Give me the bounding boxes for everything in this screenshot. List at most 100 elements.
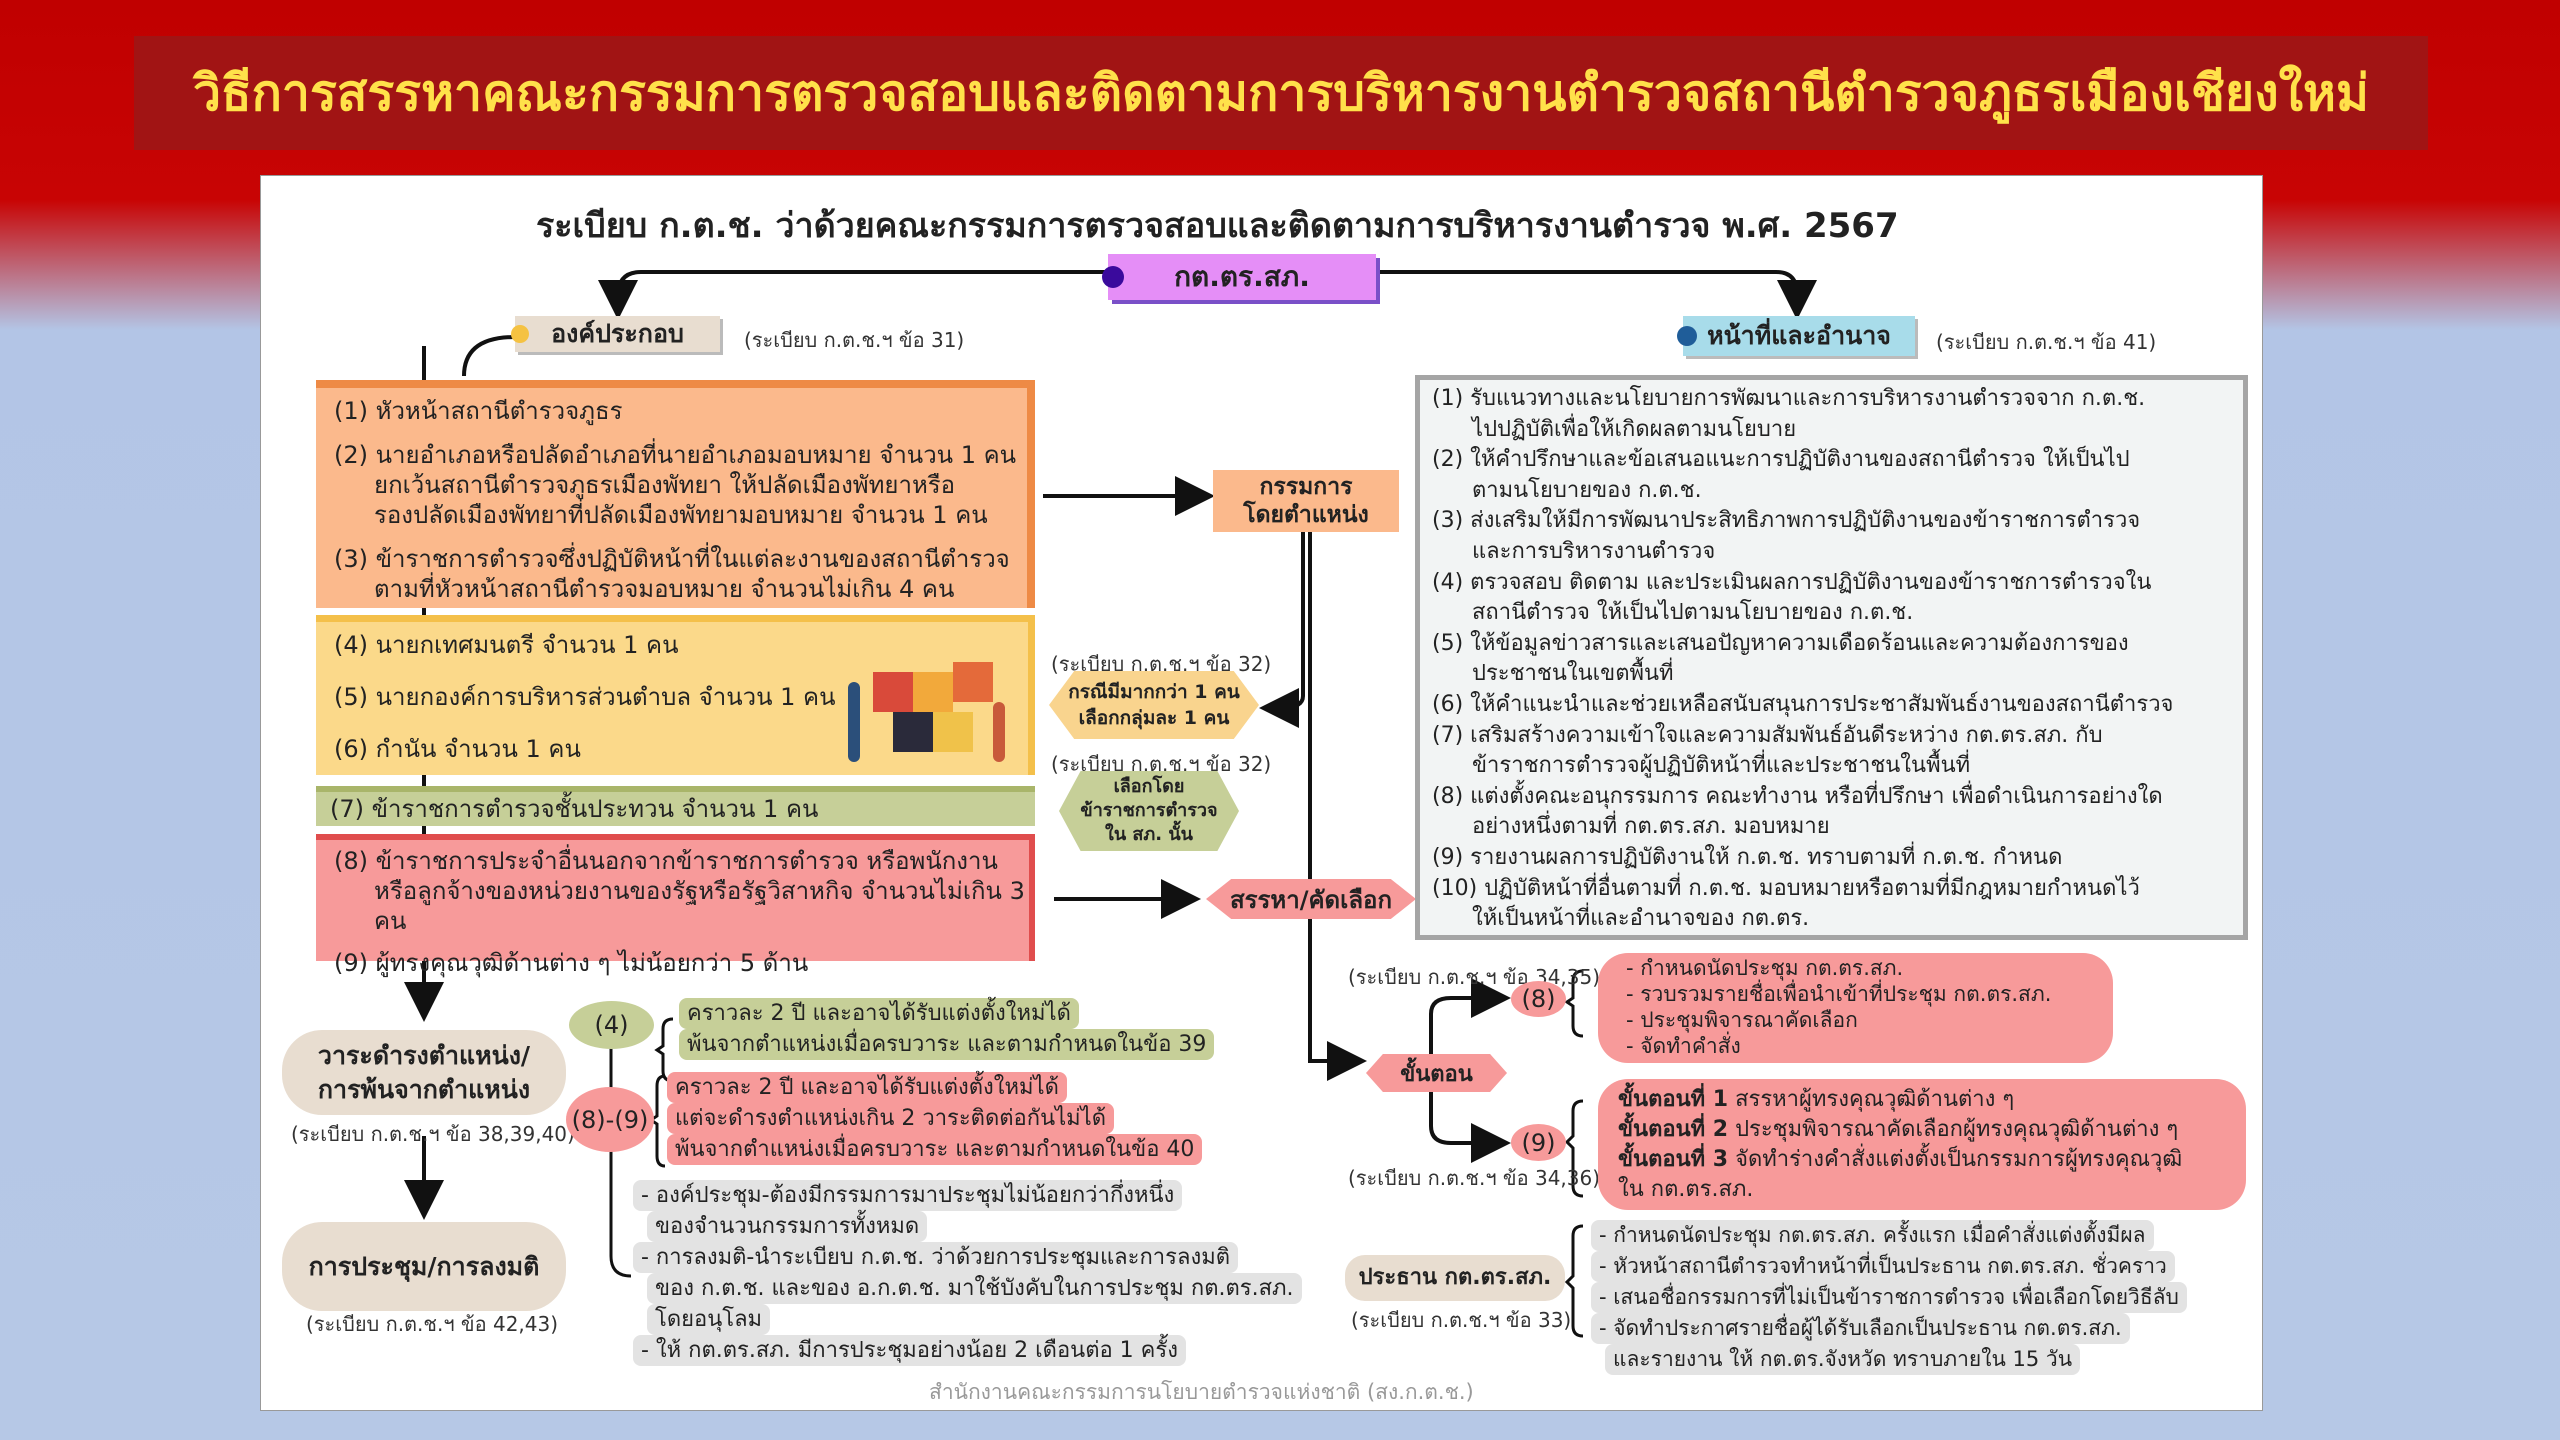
composition-item: (3) ข้าราชการตำรวจซึ่งปฏิบัติหน้าที่ในแต… (334, 545, 1010, 573)
term-label-line: วาระดำรงตำแหน่ง/ (317, 1040, 531, 1070)
meeting-list: - องค์ประชุม-ต้องมีกรรมการมาประชุมไม่น้อ… (633, 1180, 1302, 1366)
duties-item: (8) แต่งตั้งคณะอนุกรรมการ คณะทำงาน หรือท… (1432, 783, 2163, 809)
dot-icon (1677, 326, 1697, 346)
composition-item: (7) ข้าราชการตำรวจชั้นประทวน จำนวน 1 คน (330, 795, 819, 823)
center-node-label: กต.ตร.สภ. (1174, 260, 1310, 293)
meeting-cite: (ระเบียบ ก.ต.ช.ฯ ข้อ 42,43) (306, 1312, 559, 1336)
step-number: ขั้นตอนที่ 1 (1618, 1087, 1729, 1112)
step-text: จัดทำร่างคำสั่งแต่งตั้งเป็นกรรมการผู้ทรง… (1728, 1147, 2183, 1172)
meeting-item: - องค์ประชุม-ต้องมีกรรมการมาประชุมไม่น้อ… (633, 1180, 1183, 1211)
badge-text: (8) (1521, 985, 1556, 1013)
duties-item: อย่างหนึ่งตามที่ กต.ตร.สภ. มอบหมาย (1472, 814, 1830, 840)
duties-item: (4) ตรวจสอบ ติดตาม และประเมินผลการปฏิบัต… (1432, 569, 2152, 595)
hex-line: เลือกโดย (1113, 776, 1185, 797)
steps-item: - จัดทำคำสั่ง (1626, 1034, 1741, 1058)
step-text: สรรหาผู้ทรงคุณวุฒิด้านต่าง ๆ (1728, 1087, 2015, 1112)
ex-officio-box: กรรมการโดยตำแหน่ง (1213, 470, 1399, 532)
step-number: ขั้นตอนที่ 2 (1618, 1117, 1729, 1142)
steps-9-box: ขั้นตอนที่ 1 สรรหาผู้ทรงคุณวุฒิด้านต่าง … (1598, 1079, 2246, 1210)
diagram-heading: ระเบียบ ก.ต.ช. ว่าด้วยคณะกรรมการตรวจสอบแ… (536, 206, 1899, 246)
term-4-list: คราวละ 2 ปี และอาจได้รับแต่งตั้งใหม่ได้ … (679, 998, 1215, 1060)
step-number: ขั้นตอนที่ 3 (1618, 1147, 1729, 1172)
term-item: คราวละ 2 ปี และอาจได้รับแต่งตั้งใหม่ได้ (679, 998, 1079, 1029)
composition-item: รองปลัดเมืองพัทยาที่ปลัดเมืองพัทยามอบหมา… (374, 501, 988, 529)
duties-item: ให้เป็นหน้าที่และอำนาจของ กต.ตร. (1472, 906, 1810, 932)
badge-text: (8)-(9) (571, 1105, 649, 1134)
term-item: พ้นจากตำแหน่งเมื่อครบวาระ และตามกำหนดในข… (667, 1134, 1203, 1165)
composition-green-bar: (7) ข้าราชการตำรวจชั้นประทวน จำนวน 1 คน (316, 786, 1035, 826)
steps-item: - ประชุมพิจารณาคัดเลือก (1626, 1008, 1858, 1032)
duties-item: ไปปฏิบัติเพื่อให้เกิดผลตามนโยบาย (1472, 416, 1797, 442)
composition-item: (9) ผู้ทรงคุณวุฒิด้านต่าง ๆ ไม่น้อยกว่า … (334, 949, 809, 977)
duties-item: ตามนโยบายของ ก.ต.ช. (1472, 477, 1702, 503)
duties-label-text: หน้าที่และอำนาจ (1707, 321, 1891, 350)
duties-item: (9) รายงานผลการปฏิบัติงานให้ ก.ต.ช. ทราบ… (1432, 844, 2063, 870)
title-bar: วิธีการสรรหาคณะกรรมการตรวจสอบและติดตามกา… (134, 36, 2428, 150)
chair-item: - เสนอชื่อกรรมการที่ไม่เป็นข้าราชการตำรว… (1591, 1282, 2187, 1313)
meeting-item: - การลงมติ-นำระเบียบ ก.ต.ช. ว่าด้วยการปร… (633, 1242, 1238, 1273)
composition-cite: (ระเบียบ ก.ต.ช.ฯ ข้อ 31) (744, 328, 965, 352)
composition-item: ยกเว้นสถานีตำรวจภูธรเมืองพัทยา ให้ปลัดเม… (374, 471, 956, 499)
step-text: ประชุมพิจารณาคัดเลือกผู้ทรงคุณวุฒิด้านต่… (1728, 1117, 2179, 1142)
steps-item: - รวบรวมรายชื่อเพื่อนำเข้าที่ประชุม กต.ต… (1626, 982, 2052, 1006)
badge-text: (9) (1521, 1128, 1556, 1157)
hex-line: เลือกกลุ่มละ 1 คน (1078, 707, 1230, 729)
composition-item: (5) นายกองค์การบริหารส่วนตำบล จำนวน 1 คน (334, 683, 836, 711)
meeting-label: การประชุม/การลงมติ (282, 1222, 566, 1311)
duties-item: (2) ให้คำปรึกษาและข้อเสนอแนะการปฏิบัติงา… (1432, 447, 2130, 473)
duties-item: (5) ให้ข้อมูลข่าวสารและเสนอปัญหาความเดือ… (1432, 630, 2129, 656)
composition-item: (1) หัวหน้าสถานีตำรวจภูธร (334, 397, 623, 425)
steps-8-box: - กำหนดนัดประชุม กต.ตร.สภ. - รวบรวมรายชื… (1598, 953, 2113, 1063)
meeting-label-text: การประชุม/การลงมติ (308, 1251, 540, 1281)
composition-yellow-box: (4) นายกเทศมนตรี จำนวน 1 คน (5) นายกองค์… (316, 615, 1035, 775)
composition-item: (4) นายกเทศมนตรี จำนวน 1 คน (334, 631, 679, 659)
duties-item: สถานีตำรวจ ให้เป็นไปตามนโยบายของ ก.ต.ช. (1472, 600, 1914, 626)
chair-list: - กำหนดนัดประชุม กต.ตร.สภ. ครั้งแรก เมื่… (1591, 1220, 2241, 1375)
hex-police-select: เลือกโดยข้าราชการตำรวจใน สภ. นั้น (1059, 771, 1239, 851)
duties-item: ประชาชนในเขตพื้นที่ (1472, 661, 1674, 687)
duties-item: และการบริหารงานตำรวจ (1472, 538, 1716, 564)
page-title: วิธีการสรรหาคณะกรรมการตรวจสอบและติดตามกา… (193, 63, 2369, 122)
steps-item: ใน กต.ตร.สภ. (1618, 1175, 2246, 1205)
term-item: พ้นจากตำแหน่งเมื่อครบวาระ และตามกำหนดในข… (679, 1029, 1215, 1060)
steps-hexagon: ขั้นตอน (1366, 1054, 1507, 1092)
composition-item: (6) กำนัน จำนวน 1 คน (334, 735, 581, 763)
term-89-list: คราวละ 2 ปี และอาจได้รับแต่งตั้งใหม่ได้ … (667, 1072, 1203, 1165)
composition-label-text: องค์ประกอบ (551, 319, 684, 348)
steps-label: ขั้นตอน (1400, 1061, 1473, 1087)
ex-officio-line: กรรมการ (1259, 474, 1353, 500)
footer-credit: สำนักงานคณะกรรมการนโยบายตำรวจแห่งชาติ (ส… (929, 1380, 1474, 1404)
chair-label: ประธาน กต.ตร.สภ. (1345, 1255, 1565, 1301)
chair-item: และรายงาน ให้ กต.ตร.จังหวัด ทราบภายใน 15… (1605, 1344, 2081, 1375)
recruit-label: สรรหา/คัดเลือก (1230, 885, 1392, 914)
recruit-hexagon: สรรหา/คัดเลือก (1206, 879, 1416, 919)
steps-cite-9: (ระเบียบ ก.ต.ช.ฯ ข้อ 34,36) (1348, 1166, 1601, 1190)
meeting-item: ของ ก.ต.ช. และของ อ.ก.ต.ช. มาใช้บังคับใน… (647, 1273, 1302, 1304)
hex-line: กรณีมีมากกว่า 1 คน (1068, 681, 1240, 703)
meeting-item: - ให้ กต.ตร.สภ. มีการประชุมอย่างน้อย 2 เ… (633, 1335, 1186, 1366)
puzzle-people-illustration (843, 652, 1018, 767)
dot-icon (511, 325, 529, 343)
duties-item: (7) เสริมสร้างความเข้าใจและความสัมพันธ์อ… (1432, 722, 2103, 748)
duties-box: (1) รับแนวทางและนโยบายการพัฒนาและการบริห… (1415, 375, 2248, 940)
duties-list: (1) รับแนวทางและนโยบายการพัฒนาและการบริห… (1432, 384, 2243, 935)
duties-item: (1) รับแนวทางและนโยบายการพัฒนาและการบริห… (1432, 386, 2146, 411)
term-item: คราวละ 2 ปี และอาจได้รับแต่งตั้งใหม่ได้ (667, 1072, 1067, 1103)
duties-item: (3) ส่งเสริมให้มีการพัฒนาประสิทธิภาพการป… (1432, 508, 2141, 534)
hex-line: ใน สภ. นั้น (1105, 824, 1193, 845)
composition-item: (2) นายอำเภอหรือปลัดอำเภอที่นายอำเภอมอบห… (334, 441, 1017, 469)
duties-cite: (ระเบียบ ก.ต.ช.ฯ ข้อ 41) (1936, 330, 2157, 354)
chair-item: - หัวหน้าสถานีตำรวจทำหน้าที่เป็นประธาน ก… (1591, 1251, 2175, 1282)
chair-item: - กำหนดนัดประชุม กต.ตร.สภ. ครั้งแรก เมื่… (1591, 1220, 2154, 1251)
badge-8: (8) (1511, 981, 1566, 1017)
steps-item: - กำหนดนัดประชุม กต.ตร.สภ. (1626, 956, 1904, 980)
duties-item: ข้าราชการตำรวจผู้ปฏิบัติหน้าที่และประชาช… (1472, 753, 1971, 779)
steps-item: ขั้นตอนที่ 1 สรรหาผู้ทรงคุณวุฒิด้านต่าง … (1618, 1085, 2246, 1115)
dot-icon (1102, 266, 1124, 288)
term-label: วาระดำรงตำแหน่ง/การพ้นจากตำแหน่ง (282, 1030, 566, 1115)
badge-4: (4) (569, 1001, 654, 1049)
ex-officio-line: โดยตำแหน่ง (1243, 502, 1369, 528)
meeting-item: ของจำนวนกรรมการทั้งหมด (647, 1211, 928, 1242)
composition-item: ตามที่หัวหน้าสถานีตำรวจมอบหมาย จำนวนไม่เ… (374, 575, 955, 603)
composition-orange-box: (1) หัวหน้าสถานีตำรวจภูธร (2) นายอำเภอหร… (316, 380, 1035, 608)
